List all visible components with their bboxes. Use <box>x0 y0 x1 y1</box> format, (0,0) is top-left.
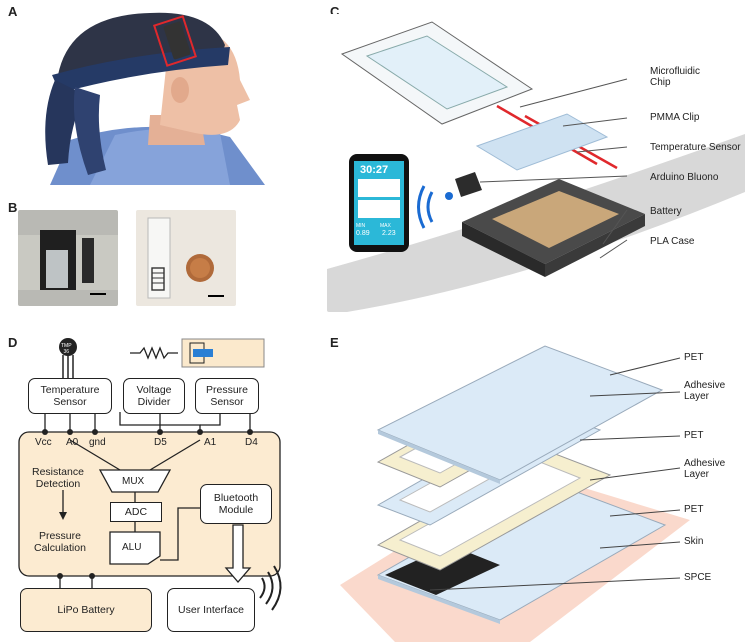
callout-battery: Battery <box>650 206 682 217</box>
pin-a1: A1 <box>204 437 217 448</box>
pin-d5: D5 <box>154 437 167 448</box>
phone-time: 30:27 <box>360 164 389 176</box>
callout-arduino-bluono: Arduino Bluono <box>650 172 719 183</box>
chip-coin-photo <box>136 210 236 306</box>
head-illustration <box>30 5 300 185</box>
resistance-detection-text: Resistance Detection <box>32 466 84 490</box>
phone-min-label: MIN <box>356 223 366 229</box>
panel-e-letter: E <box>330 335 339 350</box>
user-interface-box: User Interface <box>167 588 255 632</box>
callout-pmma-clip: PMMA Clip <box>650 112 700 123</box>
layer-skin: Skin <box>684 536 704 547</box>
phone-max-label: MAX <box>380 223 391 229</box>
voltage-divider-box: Voltage Divider <box>123 378 185 414</box>
temperature-sensor-box: Temperature Sensor <box>28 378 112 414</box>
layer-pet-2: PET <box>684 430 704 441</box>
layer-pet-3: PET <box>684 504 704 515</box>
adc-box: ADC <box>110 502 162 522</box>
pressure-calculation-text: Pressure Calculation <box>34 530 86 554</box>
pin-gnd: gnd <box>89 437 106 448</box>
layer-spce: SPCE <box>684 572 712 583</box>
panel-d-letter: D <box>8 335 18 350</box>
callout-pla-case: PLA Case <box>650 236 695 247</box>
callout-temperature-sensor: Temperature Sensor <box>650 142 741 153</box>
panel-a-letter: A <box>8 4 18 19</box>
tmp36-label: TMP 36 <box>61 343 72 355</box>
panel-b-letter: B <box>8 200 18 215</box>
layer-pet-1: PET <box>684 352 704 363</box>
lipo-battery-box: LiPo Battery <box>20 588 152 632</box>
pressure-sensor-box: Pressure Sensor <box>195 378 259 414</box>
pin-vcc: Vcc <box>35 437 52 448</box>
system-rendering: 30:27 MIN MAX 0.89 2.23 <box>327 14 745 312</box>
layer-adhesive-1: Adhesive Layer <box>684 380 726 402</box>
phone-max-value: 2.23 <box>382 230 396 237</box>
alu-label: ALU <box>122 542 142 553</box>
device-photo <box>18 210 118 306</box>
bluetooth-module-box: Bluetooth Module <box>200 484 272 524</box>
mux-label: MUX <box>122 476 145 487</box>
layer-adhesive-2: Adhesive Layer <box>684 458 726 480</box>
pin-d4: D4 <box>245 437 258 448</box>
callout-microfluidic-chip: Microfluidic Chip <box>650 66 701 88</box>
phone-min-value: 0.89 <box>356 230 370 237</box>
pin-a0: A0 <box>66 437 79 448</box>
panel-c-letter: C <box>330 4 340 19</box>
